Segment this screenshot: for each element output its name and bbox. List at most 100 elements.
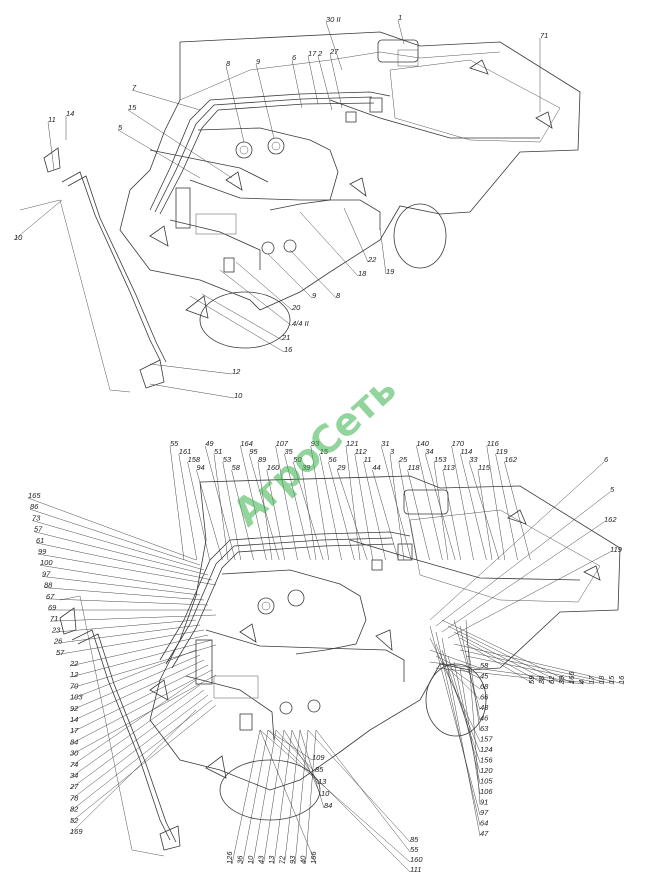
callout-label: 34 xyxy=(425,447,433,456)
callout-label: 58 xyxy=(480,661,489,670)
leader-line xyxy=(435,491,611,627)
callout-t71: 71 xyxy=(539,31,548,112)
leader-line xyxy=(407,469,430,561)
callout-top-20: 121 xyxy=(345,439,361,561)
leader-line xyxy=(231,469,254,561)
callout-top-9: 95 xyxy=(248,447,280,561)
callout-right-3: 119 xyxy=(447,545,623,639)
callout-label: 161 xyxy=(179,447,192,456)
leader-line xyxy=(69,634,209,667)
callout-label: 59 xyxy=(527,675,536,684)
leader-line xyxy=(240,445,267,561)
callout-top-33: 114 xyxy=(460,447,487,561)
leader-line xyxy=(37,553,217,586)
leader-line xyxy=(219,269,293,327)
callout-label: 55 xyxy=(170,439,179,448)
leader-line xyxy=(459,667,481,795)
callout-left-14: 57 xyxy=(55,629,205,657)
callout-t8b: 8 xyxy=(289,249,341,300)
callout-label: 43 xyxy=(257,855,266,864)
callout-label: 20 xyxy=(291,303,301,312)
callout-top-26: 25 xyxy=(398,455,418,561)
callout-label: 8 xyxy=(226,59,231,68)
callout-right-30: 47 xyxy=(441,637,489,838)
callout-left-9: 67 xyxy=(45,592,209,606)
callout-right-11: 62 xyxy=(453,631,556,685)
callout-top-5: 51 xyxy=(213,447,229,561)
leader-line xyxy=(289,249,337,299)
callout-top-13: 35 xyxy=(284,447,311,561)
callout-label: 70 xyxy=(70,681,79,690)
callout-label: 3 xyxy=(390,447,395,456)
callout-right-0: 6 xyxy=(429,455,609,621)
callout-label: 21 xyxy=(281,333,290,342)
leader-line xyxy=(441,637,481,837)
callout-top-22: 11 xyxy=(363,455,386,561)
callout-label: 13 xyxy=(318,777,327,786)
leader-line xyxy=(69,639,213,678)
callout-label: 39 xyxy=(302,463,311,472)
callout-label: 4/4 II xyxy=(292,319,309,328)
callout-bottom-5: 72 xyxy=(278,729,301,865)
callout-label: 23 xyxy=(51,625,61,634)
callout-bottom-11: 13 xyxy=(283,729,327,786)
leader-line xyxy=(435,655,481,679)
leader-line xyxy=(380,445,412,561)
callout-top-23: 44 xyxy=(372,463,399,561)
leader-line xyxy=(441,619,575,685)
callout-label: 97 xyxy=(42,569,51,578)
callout-label: 14 xyxy=(70,715,78,724)
callout-left-27: 78 xyxy=(69,694,209,802)
callout-label: 2 xyxy=(317,49,323,58)
leader-line xyxy=(47,121,55,171)
callout-label: 10 xyxy=(14,233,23,242)
callout-right-13: 59 xyxy=(465,643,536,685)
leader-line xyxy=(441,521,605,633)
leader-line xyxy=(55,629,205,656)
callout-label: 55 xyxy=(410,845,419,854)
leader-line xyxy=(435,667,585,685)
callout-bottom-8: 166 xyxy=(259,729,318,865)
callout-label: 49 xyxy=(205,439,214,448)
callout-label: 162 xyxy=(504,455,517,464)
leader-line xyxy=(69,684,201,779)
callout-t21: 21 xyxy=(201,293,290,342)
callout-label: 72 xyxy=(278,855,287,864)
callout-top-8: 164 xyxy=(240,439,267,561)
leader-line xyxy=(354,453,374,561)
callout-label: 140 xyxy=(416,439,429,448)
callout-label: 6 xyxy=(604,455,609,464)
callout-top-0: 55 xyxy=(169,439,185,561)
leader-line xyxy=(196,469,223,561)
leader-line xyxy=(255,63,275,139)
callout-label: 67 xyxy=(46,592,55,601)
leader-line xyxy=(424,453,456,561)
leader-line xyxy=(343,207,369,263)
callout-label: 89 xyxy=(258,455,267,464)
leader-line xyxy=(117,129,201,179)
callout-label: 50 xyxy=(293,455,302,464)
callout-label: 27 xyxy=(329,47,339,56)
leader-line xyxy=(187,461,210,561)
leader-line xyxy=(447,551,611,639)
leader-line xyxy=(131,89,201,111)
callout-label: 17 xyxy=(587,675,596,684)
leader-line xyxy=(33,531,209,576)
callout-top-2: 158 xyxy=(187,455,210,561)
callout-label: 156 xyxy=(480,756,493,765)
callout-left-3: 57 xyxy=(33,525,209,576)
callout-left-24: 74 xyxy=(69,679,197,769)
leader-line xyxy=(35,542,213,581)
leader-line xyxy=(460,453,487,561)
callout-label: 13 xyxy=(267,855,276,864)
leader-line xyxy=(294,729,309,865)
leader-line xyxy=(447,655,481,774)
callout-top-3: 94 xyxy=(196,463,223,561)
callout-label: 106 xyxy=(480,787,493,796)
leader-line xyxy=(169,445,185,561)
callout-label: 34 xyxy=(70,771,78,780)
callout-left-16: 12 xyxy=(69,639,213,679)
leader-line xyxy=(291,59,303,109)
callout-t15: 15 xyxy=(127,103,233,179)
